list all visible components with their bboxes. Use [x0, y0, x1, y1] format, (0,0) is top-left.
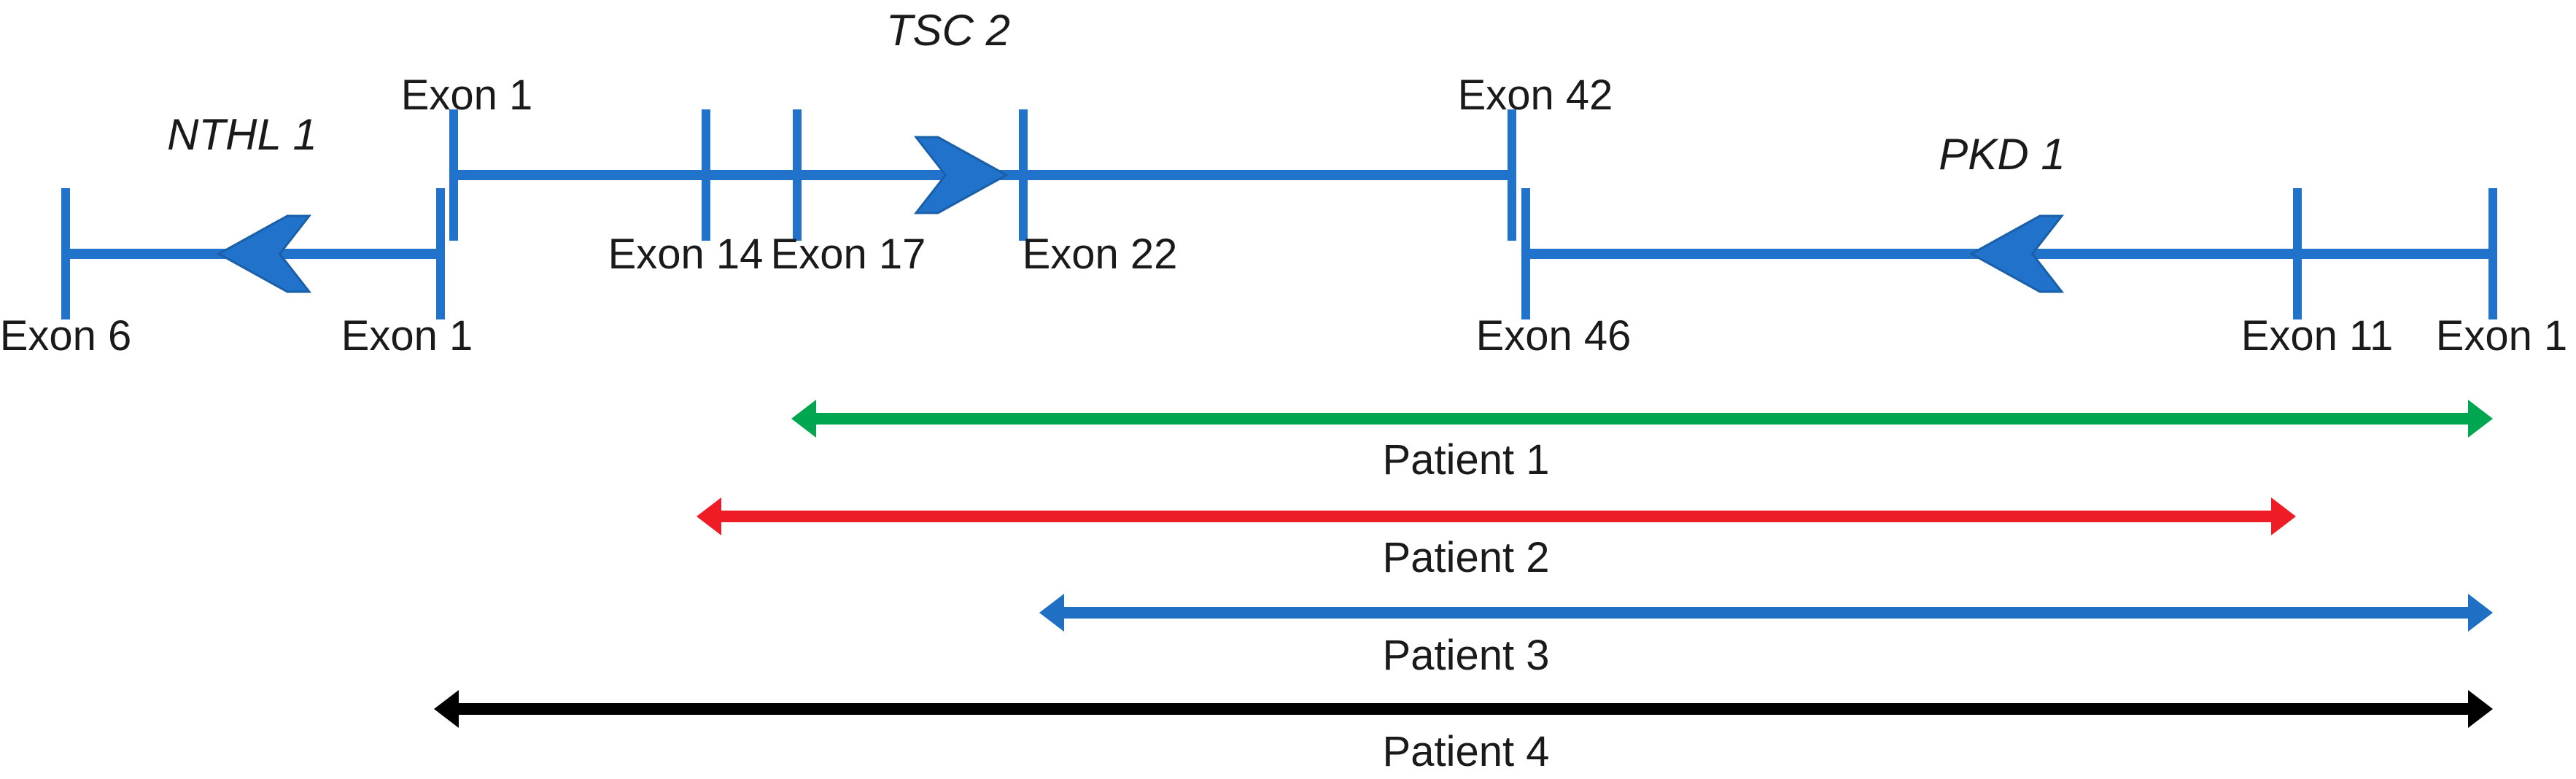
patients-layer: Patient 1 Patient 2 Patient 3 Patient 4 — [434, 400, 2493, 775]
arrow-left-icon — [697, 497, 721, 535]
exon-label-nthl1-1: Exon 1 — [341, 312, 473, 360]
arrow-left-icon — [791, 400, 816, 438]
arrow-right-icon — [913, 136, 1009, 214]
patient-span-patient2: Patient 2 — [697, 497, 2296, 581]
patient-label-patient4: Patient 4 — [1383, 728, 1550, 775]
arrow-left-icon — [434, 690, 459, 728]
exon-label-tsc2-1: Exon 14 — [608, 230, 764, 278]
exon-label-pkd1-0: Exon 46 — [1476, 312, 1632, 360]
patient-span-patient1: Patient 1 — [791, 400, 2493, 484]
patient-span-patient3: Patient 3 — [1039, 594, 2493, 679]
gene-pkd1: Exon 46 Exon 11 Exon 1 PKD 1 — [1476, 130, 2568, 360]
gene-name-tsc2: TSC 2 — [886, 6, 1010, 55]
arrow-left-icon — [1039, 594, 1064, 632]
arrow-right-icon — [2468, 400, 2493, 438]
arrow-right-icon — [2271, 497, 2296, 535]
exon-label-pkd1-2: Exon 1 — [2436, 312, 2568, 360]
patient-span-patient4: Patient 4 — [434, 690, 2493, 775]
gene-name-nthl1: NTHL 1 — [167, 110, 317, 159]
exon-label-tsc2-3: Exon 22 — [1023, 230, 1178, 278]
patient-label-patient1: Patient 1 — [1383, 436, 1550, 484]
arrow-right-icon — [2468, 690, 2493, 728]
exon-label-tsc2-0: Exon 1 — [401, 71, 533, 119]
patient-label-patient3: Patient 3 — [1383, 632, 1550, 679]
exon-label-tsc2-2: Exon 17 — [771, 230, 926, 278]
exon-label-nthl1-0: Exon 6 — [0, 312, 131, 360]
arrow-left-icon — [1968, 214, 2065, 293]
exon-label-pkd1-1: Exon 11 — [2241, 312, 2394, 360]
gene-nthl1: Exon 6 Exon 1 NTHL 1 — [0, 110, 473, 360]
exon-label-tsc2-4: Exon 42 — [1458, 71, 1613, 119]
arrow-right-icon — [2468, 594, 2493, 632]
gene-name-pkd1: PKD 1 — [1939, 130, 2065, 179]
patient-label-patient2: Patient 2 — [1383, 534, 1550, 581]
arrow-left-icon — [216, 214, 312, 293]
